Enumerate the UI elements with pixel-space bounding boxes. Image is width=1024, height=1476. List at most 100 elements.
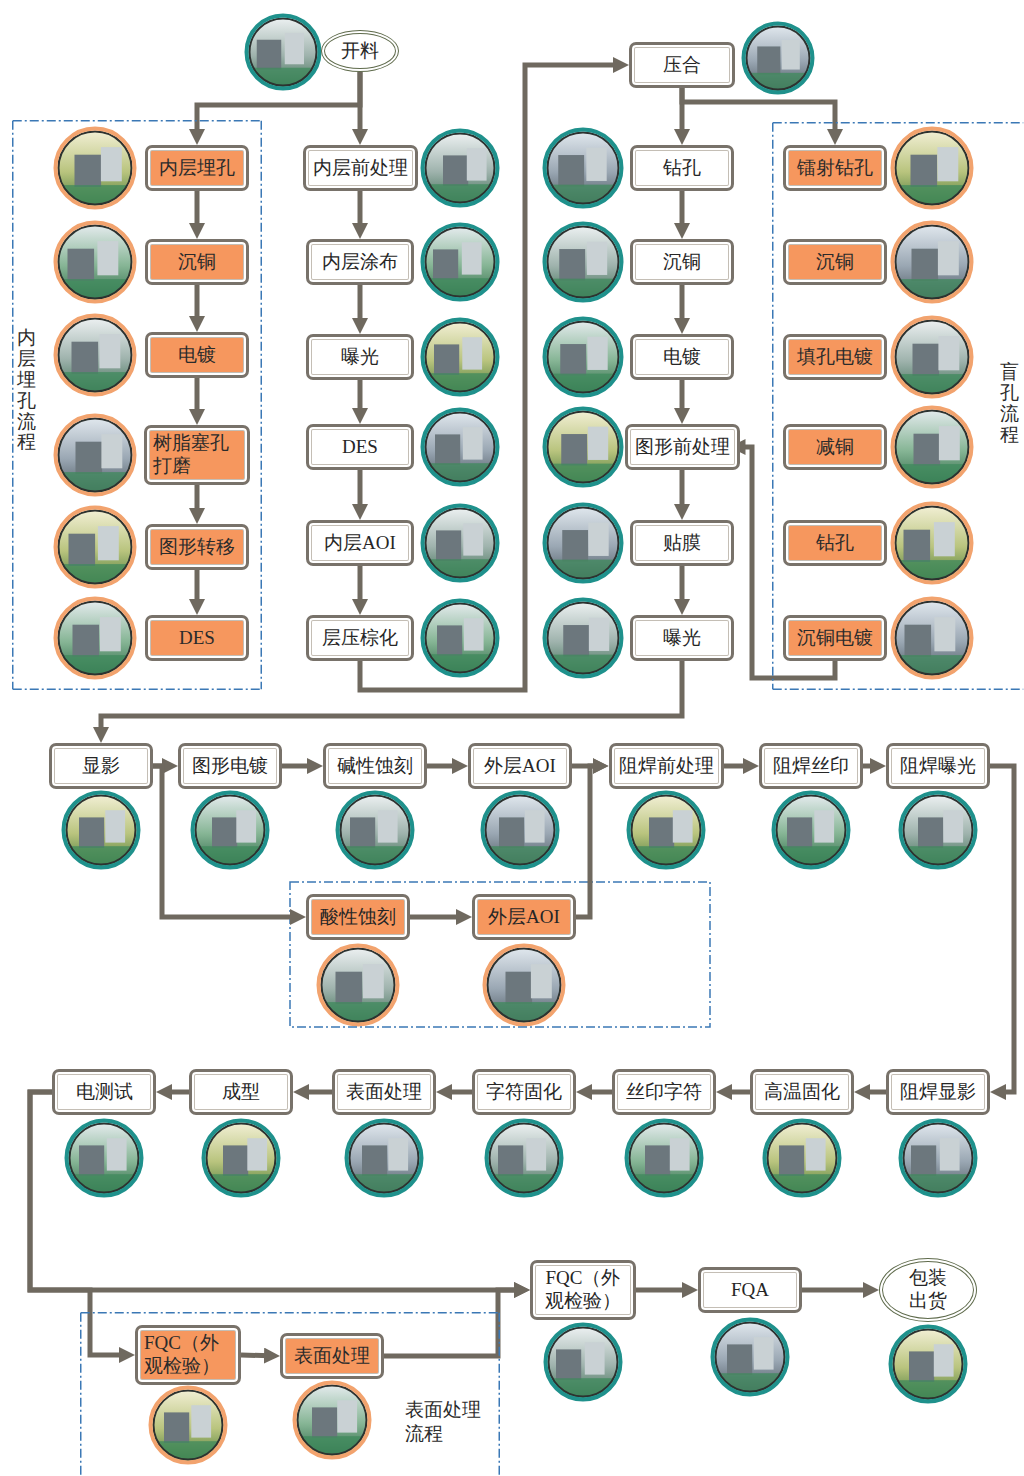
photo-inner-ring — [70, 1124, 139, 1193]
process-box: FQC（外 观检验） — [135, 1325, 241, 1385]
step-photo — [423, 506, 498, 581]
step-label: 电镀 — [663, 346, 701, 369]
group-label: 盲孔流程 — [1000, 362, 1019, 446]
step-photo — [295, 1383, 370, 1458]
step-photo — [744, 24, 813, 93]
photo-machine — [943, 810, 963, 842]
photo-machine — [336, 972, 363, 1004]
step-photo — [901, 1121, 976, 1196]
process-box: 钻孔 — [630, 145, 734, 191]
flow-arrow — [358, 285, 363, 324]
photo-inner-ring — [488, 949, 561, 1022]
photo-inner-ring — [341, 796, 410, 865]
step-label: 钻孔 — [663, 157, 701, 180]
photo-ring — [546, 1325, 621, 1400]
photo-inner-ring — [59, 511, 132, 584]
photo-machine — [236, 810, 256, 842]
step-photo — [485, 946, 564, 1025]
photo-inner-ring — [426, 604, 495, 673]
photo-machine — [73, 625, 100, 657]
photo-machine — [905, 625, 932, 657]
flow-arrow — [282, 764, 313, 769]
photo-ring — [483, 793, 558, 868]
flow-arrow — [576, 766, 599, 917]
step-label: 碱性蚀刻 — [337, 755, 413, 778]
photo-machine — [467, 148, 487, 180]
step-photo — [774, 793, 849, 868]
flow-arrow — [101, 661, 682, 733]
photo-machine — [312, 1407, 337, 1438]
step-photo — [629, 793, 704, 868]
photo-inner-ring — [548, 227, 619, 298]
photo-inner-ring — [904, 1124, 973, 1193]
step-label: FQA — [731, 1279, 769, 1302]
flow-arrow — [990, 766, 1014, 1092]
photo-machine — [585, 1342, 605, 1374]
photo-inner-ring — [350, 1124, 419, 1193]
process-box: 阻焊丝印 — [759, 743, 863, 789]
step-photo — [56, 599, 135, 678]
photo-machine — [525, 810, 545, 842]
flow-arrow — [195, 485, 200, 514]
step-photo — [545, 505, 622, 582]
flow-arrow — [384, 1290, 520, 1356]
photo-machine — [912, 249, 939, 281]
step-label: 图形电镀 — [192, 755, 268, 778]
step-photo — [891, 1327, 966, 1402]
step-label: 内层AOI — [324, 532, 396, 555]
flow-arrow — [864, 1090, 886, 1095]
photo-ring — [901, 1121, 976, 1196]
photo-machine — [223, 1145, 248, 1176]
photo-machine — [72, 342, 99, 374]
photo-machine — [911, 1145, 936, 1176]
flow-arrow — [863, 764, 876, 769]
process-box: 内层埋孔 — [145, 145, 249, 191]
step-label: FQC（外 观检验） — [144, 1332, 232, 1378]
step-label: 填孔电镀 — [797, 346, 873, 369]
photo-machine — [97, 241, 118, 275]
step-photo — [56, 316, 135, 395]
step-label: FQC（外 观检验） — [539, 1267, 627, 1313]
group-label: 内层埋孔流程 — [17, 328, 36, 453]
flow-arrow — [197, 72, 360, 135]
step-photo — [893, 129, 972, 208]
process-group: 表面处理 流程FQC（外 观检验）表面处理 — [80, 1312, 500, 1476]
photo-ring — [893, 599, 972, 678]
photo-inner-ring — [426, 134, 495, 203]
photo-machine — [378, 810, 398, 842]
step-label: DES — [342, 436, 378, 459]
photo-ring — [627, 1121, 702, 1196]
photo-machine — [938, 241, 959, 275]
step-label: 内层前处理 — [313, 157, 408, 180]
photo-machine — [499, 817, 524, 848]
photo-ring — [893, 408, 972, 487]
step-label: 沉铜 — [816, 251, 854, 274]
photo-inner-ring — [716, 1323, 785, 1392]
step-photo — [545, 600, 622, 677]
step-label: 阻焊丝印 — [773, 755, 849, 778]
photo-machine — [75, 155, 102, 187]
photo-machine — [911, 155, 938, 187]
flow-arrow — [410, 915, 462, 920]
photo-machine — [101, 434, 122, 468]
photo-inner-ring — [59, 419, 132, 492]
photo-machine — [531, 964, 552, 998]
photo-ring — [487, 1121, 562, 1196]
process-box: 钻孔 — [783, 520, 887, 566]
start-end-pill: 包装 出货 — [879, 1258, 977, 1322]
step-label: 外层AOI — [488, 906, 560, 929]
process-box: 显影 — [49, 743, 153, 789]
flow-arrow — [30, 1092, 125, 1355]
photo-machine — [433, 249, 458, 280]
photo-inner-ring — [548, 133, 619, 204]
step-photo — [546, 1325, 621, 1400]
step-photo — [67, 1121, 142, 1196]
photo-machine — [913, 344, 940, 376]
photo-machine — [76, 442, 103, 474]
process-box: 贴膜 — [630, 520, 734, 566]
photo-inner-ring — [250, 19, 317, 86]
photo-machine — [436, 530, 461, 561]
photo-inner-ring — [426, 323, 495, 392]
photo-ring — [545, 505, 622, 582]
photo-ring — [893, 318, 972, 397]
